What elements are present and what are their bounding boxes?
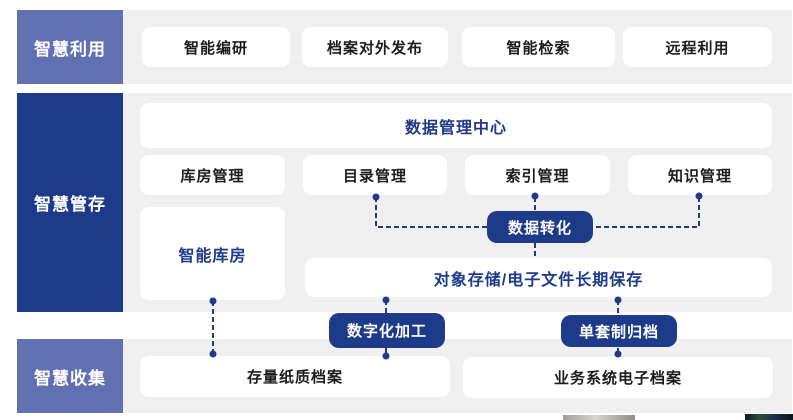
digitization-chip: 数字化加工: [329, 313, 445, 348]
photo-fragment-right: [745, 414, 793, 420]
data-management-center-box: 数据管理中心: [140, 103, 772, 148]
business-system-archives-box: 业务系统电子档案: [463, 357, 773, 398]
module-warehouse-management: 库房管理: [140, 155, 285, 195]
utilization-label: 智慧利用: [17, 10, 123, 84]
collection-label: 智慧收集: [17, 339, 123, 413]
module-index-management: 索引管理: [465, 155, 610, 195]
management-label: 智慧管存: [17, 93, 123, 312]
photo-fragment-left: [563, 415, 635, 420]
single-set-archiving-chip: 单套制归档: [561, 315, 677, 347]
module-knowledge-management: 知识管理: [628, 155, 772, 195]
data-transform-chip: 数据转化: [487, 211, 593, 243]
module-catalog-management: 目录管理: [303, 155, 447, 195]
utilization-item-remote: 远程利用: [623, 27, 772, 67]
utilization-item-publishing: 档案对外发布: [302, 27, 448, 67]
utilization-item-retrieval: 智能检索: [462, 27, 615, 67]
utilization-item-compilation: 智能编研: [142, 27, 290, 67]
object-storage-box: 对象存储/电子文件长期保存: [305, 258, 772, 297]
paper-archives-box: 存量纸质档案: [140, 356, 450, 397]
smart-warehouse-box: 智能库房: [140, 207, 285, 300]
